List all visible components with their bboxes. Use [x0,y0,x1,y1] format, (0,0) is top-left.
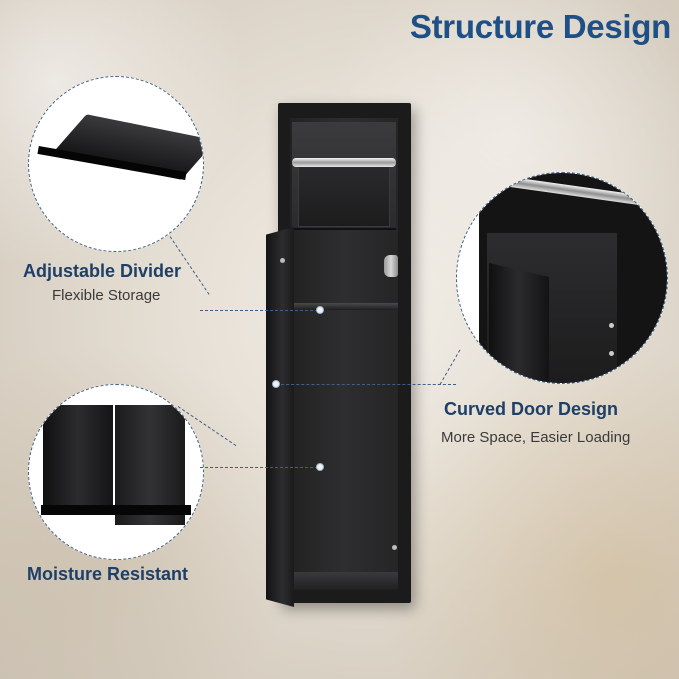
curved-door-pin-bottom [609,351,614,356]
connector-curved-door [276,384,456,385]
curved-door-panel [489,263,549,383]
connector-dot-moisture [316,463,324,471]
lock-icon [384,255,398,277]
corner-base [41,505,191,515]
callout-circle-curved-door [456,172,668,384]
connector-moisture [200,467,318,468]
cabinet-floor [290,572,398,590]
label-adjustable-divider: Adjustable Divider [23,261,182,281]
cabinet-top-compartment [298,165,390,227]
cabinet-door [266,227,294,607]
connector-dot-curved-door [272,380,280,388]
adjustable-shelf [292,303,398,310]
page-title: Structure Design [409,8,671,45]
connector-divider [200,310,318,311]
connector-dot-divider [316,306,324,314]
curved-door-pin-top [609,323,614,328]
hanging-rod [292,158,396,167]
corner-panel-left [43,405,113,515]
callout-circle-divider [28,76,204,252]
label-curved-door-design: Curved Door Design [444,399,619,419]
sublabel-more-space: More Space, Easier Loading [441,429,631,446]
door-hinge-pin [280,258,285,263]
label-moisture-resistant: Moisture Resistant [27,564,189,584]
callout-circle-moisture [28,384,204,560]
door-latch-pin [392,545,397,550]
sublabel-flexible-storage: Flexible Storage [52,287,161,304]
